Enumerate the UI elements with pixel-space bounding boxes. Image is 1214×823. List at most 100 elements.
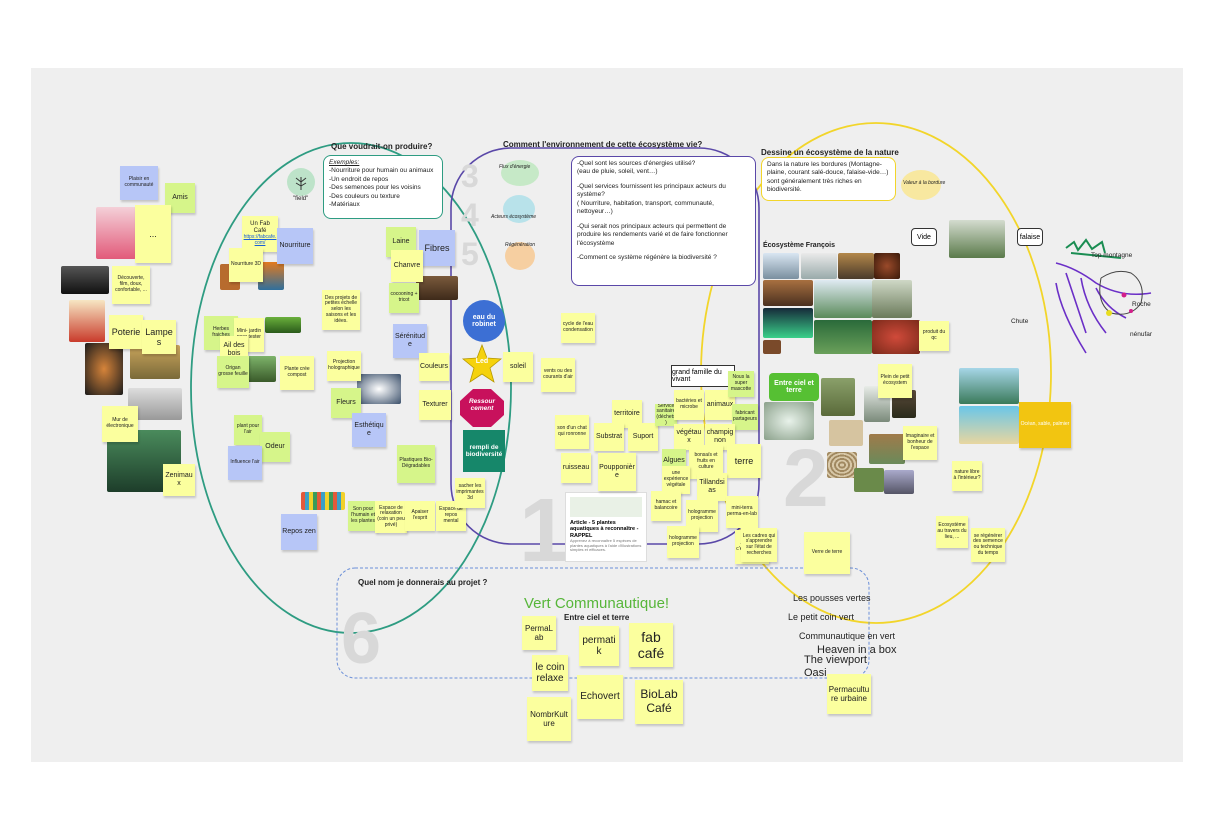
sticky-note[interactable]: fabricant partageurs: [732, 404, 758, 430]
number-5: 5: [461, 236, 479, 272]
sticky-note[interactable]: Espace de relaxation (coin un peu privé): [375, 501, 407, 533]
note-text: le coin relaxe: [535, 661, 565, 685]
sticky-note[interactable]: mini-terra perma-en-lab: [726, 496, 758, 528]
sticky-note[interactable]: Des projets de petites échelle selon les…: [322, 290, 360, 330]
sticky-note[interactable]: Service sanitaire (déchets): [655, 404, 677, 426]
nature-info-box[interactable]: Dans la nature les bordures (Montagne-pl…: [761, 157, 896, 201]
sticky-note[interactable]: cocooning + tricot: [389, 283, 419, 313]
sticky-note[interactable]: Nourriture: [277, 228, 313, 264]
sticky-note[interactable]: Apaiser l'esprit: [405, 501, 435, 531]
sticky-note[interactable]: Texturer: [419, 390, 451, 420]
sticky-note[interactable]: se régénérer des semence ou technique du…: [971, 528, 1005, 562]
winter-image: [801, 253, 837, 279]
name-option-5[interactable]: The viewport: [804, 654, 867, 666]
sticky-note[interactable]: terre: [727, 444, 761, 478]
sticky-note[interactable]: Couleurs: [419, 353, 449, 381]
name-option-6[interactable]: Oasi: [804, 667, 827, 679]
sticky-note[interactable]: produit du qc: [919, 321, 949, 351]
environment-questions-box[interactable]: -Quel sont les sources d'énergies utilis…: [571, 156, 756, 286]
sticky-note[interactable]: Poterie: [109, 315, 143, 349]
sticky-note[interactable]: Espace de repos mental: [436, 501, 466, 531]
sticky-note[interactable]: Origan grosse feuille: [217, 356, 249, 388]
sticky-note[interactable]: Odeur: [260, 432, 290, 462]
sticky-note[interactable]: Influence l'air: [228, 446, 262, 480]
nenufar-label: nénufar: [1130, 331, 1153, 338]
sticky-note[interactable]: Echovert: [577, 675, 623, 719]
sticky-note[interactable]: fab café: [629, 623, 673, 667]
popcorn-image: [69, 300, 105, 342]
sticky-note[interactable]: permatik: [579, 626, 619, 666]
sticky-note[interactable]: ...: [135, 205, 171, 263]
name-option-4[interactable]: Heaven in a box: [817, 644, 897, 656]
sticky-note[interactable]: Plante crée compost: [280, 356, 314, 390]
entre-ciel-terre-tag[interactable]: Entre ciel et terre: [769, 373, 819, 401]
sticky-note[interactable]: BioLab Café: [635, 680, 683, 724]
sticky-note[interactable]: Imaginaire et bonheur de l'espace: [903, 426, 937, 460]
fab-cafe-link[interactable]: https://fabcafe.com/: [243, 234, 277, 246]
sticky-note[interactable]: Substrat: [594, 423, 624, 451]
sticky-note[interactable]: Plaisir en communauté: [120, 166, 158, 200]
sticky-note[interactable]: Découverte, film, doux, confortable, ...: [112, 266, 150, 304]
produce-examples-box[interactable]: Exemples: -Nourriture pour humain ou ani…: [323, 155, 443, 219]
sticky-note[interactable]: Son pour l'humain et les plantes: [348, 501, 378, 531]
sticky-note[interactable]: Plastiques Bio-Dégradables: [397, 445, 435, 483]
note-text: fabricant partageurs: [733, 410, 757, 422]
sticky-note[interactable]: ruisseau: [561, 453, 591, 483]
sticky-note[interactable]: Suport: [628, 423, 658, 451]
eau-robinet-circle[interactable]: eau du robinet: [463, 300, 505, 342]
sticky-note[interactable]: Repos zen: [281, 514, 317, 550]
led-star[interactable]: Led: [461, 343, 503, 384]
sticky-note[interactable]: Nous la super mascotte: [728, 371, 754, 397]
sticky-note[interactable]: Poupponière: [598, 453, 636, 491]
project-name-headline[interactable]: Vert Communautique!: [524, 595, 670, 612]
sticky-note[interactable]: Zenimaux: [163, 464, 195, 496]
sticky-note[interactable]: Lampes: [142, 320, 176, 354]
sticky-note[interactable]: Projection holographique: [327, 351, 361, 381]
sticky-note[interactable]: son d'un chat qui ronronne: [555, 415, 589, 449]
sticky-note[interactable]: Fibres: [419, 230, 455, 266]
fab-cafe-note[interactable]: Un Fab Café https://fabcafe.com/: [242, 216, 278, 252]
led-label: Led: [475, 358, 489, 365]
note-text: Chanvre: [393, 261, 421, 269]
sticky-note[interactable]: Esthétique: [352, 413, 386, 447]
ressourcement-octagon[interactable]: Ressour cement: [459, 388, 505, 428]
sticky-note[interactable]: une expérience végétale: [662, 466, 690, 494]
rempli-biodiversite-square[interactable]: rempli de biodiversité: [463, 430, 505, 472]
sticky-note[interactable]: hologramme projection: [667, 526, 699, 558]
sticky-note[interactable]: vents ou des courants d'air: [541, 358, 575, 392]
sticky-note[interactable]: Sérénitude: [393, 324, 427, 358]
name-option-3[interactable]: Communautique en vert: [799, 631, 896, 641]
sticky-note[interactable]: cycle de l'eau condensation: [561, 313, 595, 343]
article-card[interactable]: Article - 5 plantes aquatiques à reconna…: [565, 492, 647, 562]
sticky-note[interactable]: Nourriture 3D: [229, 248, 263, 282]
sticky-note[interactable]: Les cadres qui s'apprendre sur l'état de…: [741, 528, 777, 562]
field-label: "field": [293, 196, 309, 202]
sticky-note[interactable]: plant pour l'air: [234, 415, 262, 445]
name-option-2[interactable]: Le petit coin vert: [788, 612, 855, 622]
sticky-note[interactable]: Permaculture urbaine: [827, 674, 871, 714]
sticky-note[interactable]: nature libre à l'intérieur?: [952, 461, 982, 491]
falaise-tag[interactable]: falaise: [1017, 228, 1043, 246]
sticky-note[interactable]: Plein de petit écosystem: [878, 364, 912, 398]
question-1-hint: (eau de pluie, soleil, vent…): [577, 168, 658, 176]
sticky-note[interactable]: Verre de terre: [804, 532, 850, 574]
project-name-sub[interactable]: Entre ciel et terre: [564, 613, 630, 622]
grand-famille-tag[interactable]: grand famille du vivant: [671, 365, 735, 387]
sticky-note[interactable]: soleil: [503, 352, 533, 382]
sticky-note[interactable]: sacher les imprimantes 3d: [455, 478, 485, 508]
sticky-note[interactable]: le coin relaxe: [532, 655, 568, 691]
ocean-coast-image: [959, 368, 1019, 404]
sticky-note[interactable]: Chanvre: [391, 250, 423, 282]
sticky-note[interactable]: Mur de électronique: [102, 406, 138, 442]
name-option-1[interactable]: Les pousses vertes: [793, 593, 871, 603]
sticky-note[interactable]: bactéries et microbe: [674, 390, 704, 420]
vide-tag[interactable]: Vide: [911, 228, 937, 246]
sticky-note[interactable]: Tillandsias: [697, 473, 727, 501]
sticky-note[interactable]: NombrKulture: [527, 697, 571, 741]
sticky-note[interactable]: hamac et balancoire: [651, 491, 681, 521]
whiteboard-canvas[interactable]: 1 2 3 4 5 6 Que voudrait-on produire? Co…: [31, 68, 1183, 762]
sticky-note[interactable]: PermaLab: [522, 616, 556, 650]
note-text: Zenimaux: [165, 471, 193, 487]
sticky-note[interactable]: Océan, sable, palmier: [1019, 402, 1071, 448]
sticky-note[interactable]: Ecosystème au travers du lieu, ...: [936, 516, 968, 548]
